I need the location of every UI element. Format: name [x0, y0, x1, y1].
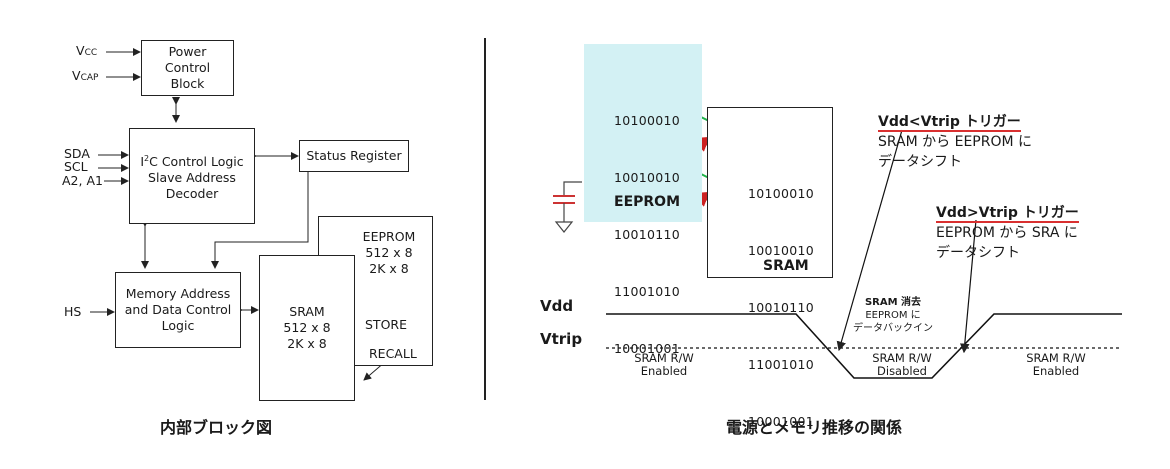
eeprom-bit-row: 10010010	[614, 170, 681, 185]
decoder-text: Decoder	[165, 186, 219, 201]
status-register-block: Status Register	[299, 140, 409, 172]
sram-bit-row: 10010010	[748, 243, 815, 258]
sram-block: SRAM 512 x 8 2K x 8	[259, 255, 355, 401]
recall-label: RECALL	[369, 346, 417, 361]
rw-right-line1: SRAM R/W	[1026, 351, 1086, 365]
power-control-block: Power Control Block	[141, 40, 234, 96]
vcc-label: VCC	[76, 43, 98, 59]
sram-erase-line2: データバックイン	[853, 323, 933, 334]
sram-erase-line1: EEPROM に	[865, 310, 921, 321]
rw-status-middle: SRAM R/W Disabled	[852, 352, 952, 378]
vtrip-label: Vtrip	[540, 330, 583, 348]
scl-label: SCL	[64, 159, 88, 174]
power-memory-caption: 電源とメモリ推移の関係	[726, 418, 903, 437]
trigger1-line2: データシフト	[878, 154, 962, 170]
sram-bit-row: 10010110	[748, 300, 815, 315]
trigger2-line2: データシフト	[936, 245, 1020, 261]
rw-mid-line2: Disabled	[877, 364, 927, 378]
eeprom-bit-row: 10010110	[614, 227, 681, 242]
eeprom-memory-panel: 10100010 10010010 10010110 11001010 1000…	[584, 44, 702, 356]
sram-panel-label: SRAM	[763, 258, 809, 274]
trigger1-line1: SRAM から EEPROM に	[878, 134, 1033, 150]
trigger2-pointer	[959, 219, 977, 354]
eeprom-block-text: EEPROM 512 x 8 2K x 8	[362, 229, 416, 276]
trigger2-title: Vdd>Vtrip トリガー	[936, 205, 1079, 223]
hs-label: HS	[64, 304, 82, 319]
eeprom-bit-row: 10001001	[614, 341, 681, 356]
status-memory-link	[211, 165, 312, 269]
sram-bit-row: 11001010	[748, 357, 815, 372]
trigger1-note: Vdd<Vtrip トリガー SRAM から EEPROM に データシフト	[878, 112, 1032, 172]
memory-address-block: Memory Address and Data Control Logic	[115, 272, 241, 348]
i2c-control-logic-block: I2C Control Logic Slave Address Decoder	[129, 128, 255, 224]
a2a1-label: A2, A1	[62, 173, 103, 188]
sram-erase-title: SRAM 消去	[864, 297, 922, 308]
ground-icon	[554, 221, 574, 233]
trigger2-note: Vdd>Vtrip トリガー EEPROM から SRA に データシフト	[936, 203, 1079, 263]
i2c-block-text: I2C Control Logic Slave Address Decoder	[130, 154, 254, 202]
block-diagram-caption: 内部ブロック図	[160, 418, 273, 437]
vdd-waveform	[606, 313, 1122, 379]
trigger1-title: Vdd<Vtrip トリガー	[878, 114, 1021, 132]
rw-status-left: SRAM R/W Enabled	[614, 352, 714, 378]
trigger2-line1: EEPROM から SRA に	[936, 225, 1078, 241]
sda-label: SDA	[64, 146, 90, 161]
sram-bit-row: 10001001	[748, 414, 815, 429]
sram-bit-row: 10100010	[748, 186, 815, 201]
sram-memory-panel: 10100010 10010010 10010110 11001010 1000…	[707, 107, 833, 429]
trigger1-pointer	[836, 129, 903, 352]
vcap-label: VCAP	[72, 68, 99, 84]
i2c-title: I2C Control Logic	[140, 154, 244, 169]
rw-status-right: SRAM R/W Enabled	[1006, 352, 1106, 378]
rw-mid-line1: SRAM R/W	[872, 351, 932, 365]
eeprom-bit-row: 11001010	[614, 284, 681, 299]
rw-left-line2: Enabled	[640, 364, 688, 378]
slave-address-text: Slave Address	[148, 170, 236, 185]
diagram-canvas: VCC VCAP Power Control Block SDA SCL A2,…	[62, 38, 1122, 437]
eeprom-bit-row: 10100010	[614, 113, 681, 128]
sram-erase-note: SRAM 消去 EEPROM に データバックイン	[848, 296, 938, 335]
sram-bit-list: 10100010 10010010 10010110 11001010 1000…	[748, 146, 814, 469]
vdd-label: Vdd	[540, 297, 574, 315]
rw-left-line1: SRAM R/W	[634, 351, 694, 365]
cap-wire	[563, 181, 582, 196]
store-label: STORE	[365, 317, 407, 332]
eeprom-bit-list: 10100010 10010010 10010110 11001010 1000…	[614, 73, 680, 396]
rw-right-line2: Enabled	[1032, 364, 1080, 378]
eeprom-panel-label: EEPROM	[614, 194, 681, 210]
